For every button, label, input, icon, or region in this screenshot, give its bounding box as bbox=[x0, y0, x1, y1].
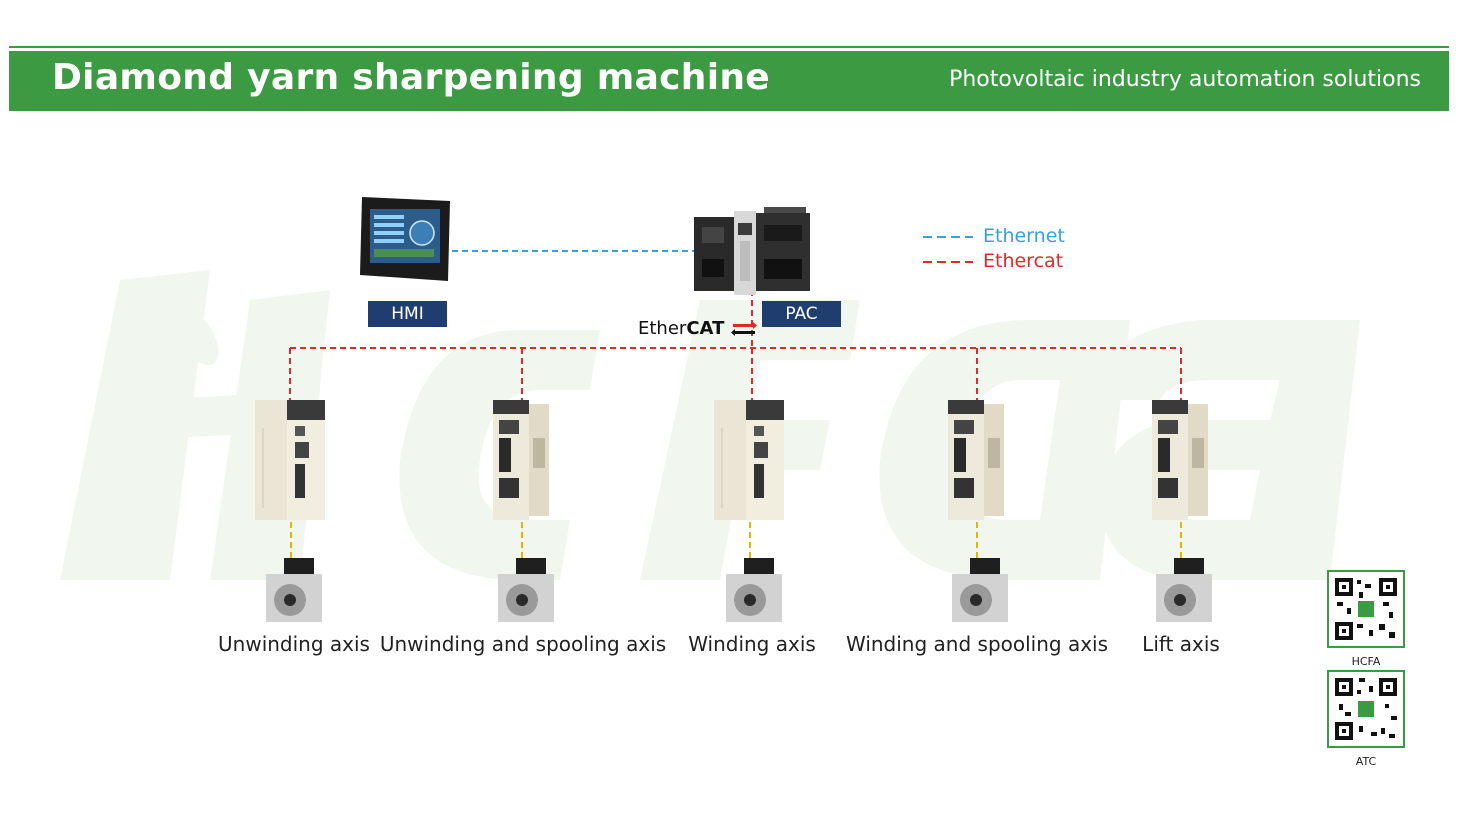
ethernet-line-swatch bbox=[923, 235, 973, 238]
axis-label-unwinding: Unwinding axis bbox=[218, 632, 370, 656]
axis-label-winding: Winding axis bbox=[688, 632, 816, 656]
qr-code-atc-image bbox=[1327, 670, 1405, 748]
axis-label-winding-spooling: Winding and spooling axis bbox=[845, 632, 1109, 656]
servo-motor-5-icon bbox=[1156, 558, 1212, 622]
hmi-label: HMI bbox=[368, 301, 447, 327]
servo-motor-1-icon bbox=[266, 558, 322, 622]
qr-pattern-icon bbox=[1335, 678, 1397, 740]
servo-drive-3-icon bbox=[714, 400, 784, 520]
pac-label: PAC bbox=[762, 301, 841, 327]
hmi-panel-icon bbox=[360, 197, 450, 281]
ethercat-arrows-icon bbox=[730, 322, 757, 336]
qr-code-atc: ATC bbox=[1327, 670, 1405, 768]
axis-label-unwinding-spooling: Unwinding and spooling axis bbox=[379, 632, 667, 656]
ethercat-logo-cat: CAT bbox=[686, 318, 725, 339]
qr-code-hcfa: HCFA bbox=[1327, 570, 1405, 668]
qr-pattern-icon bbox=[1335, 578, 1397, 640]
legend-ethernet-label: Ethernet bbox=[983, 225, 1065, 247]
qr-caption-atc: ATC bbox=[1355, 755, 1377, 768]
qr-caption-hcfa: HCFA bbox=[1351, 655, 1381, 668]
servo-motor-3-icon bbox=[726, 558, 782, 622]
legend-ethercat: Ethercat bbox=[923, 250, 1063, 272]
ethercat-logo-ether: Ether bbox=[638, 318, 687, 339]
axis-label-lift: Lift axis bbox=[1142, 632, 1220, 656]
servo-drive-2-icon bbox=[493, 400, 549, 520]
servo-motor-4-icon bbox=[952, 558, 1008, 622]
servo-drive-1-icon bbox=[255, 400, 325, 520]
legend-ethernet: Ethernet bbox=[923, 225, 1065, 247]
ethercat-logo: EtherCAT bbox=[638, 318, 757, 339]
page-subtitle: Photovoltaic industry automation solutio… bbox=[949, 67, 1421, 92]
servo-drive-4-icon bbox=[948, 400, 1004, 520]
servo-motor-2-icon bbox=[498, 558, 554, 622]
header-top-rule bbox=[9, 46, 1449, 48]
page-title: Diamond yarn sharpening machine bbox=[52, 57, 771, 98]
pac-controller-icon bbox=[694, 207, 810, 295]
header-banner: Diamond yarn sharpening machine Photovol… bbox=[9, 51, 1449, 111]
legend-ethercat-label: Ethercat bbox=[983, 250, 1064, 272]
qr-code-hcfa-image bbox=[1327, 570, 1405, 648]
servo-drive-5-icon bbox=[1152, 400, 1208, 520]
ethercat-line-swatch bbox=[923, 260, 973, 263]
